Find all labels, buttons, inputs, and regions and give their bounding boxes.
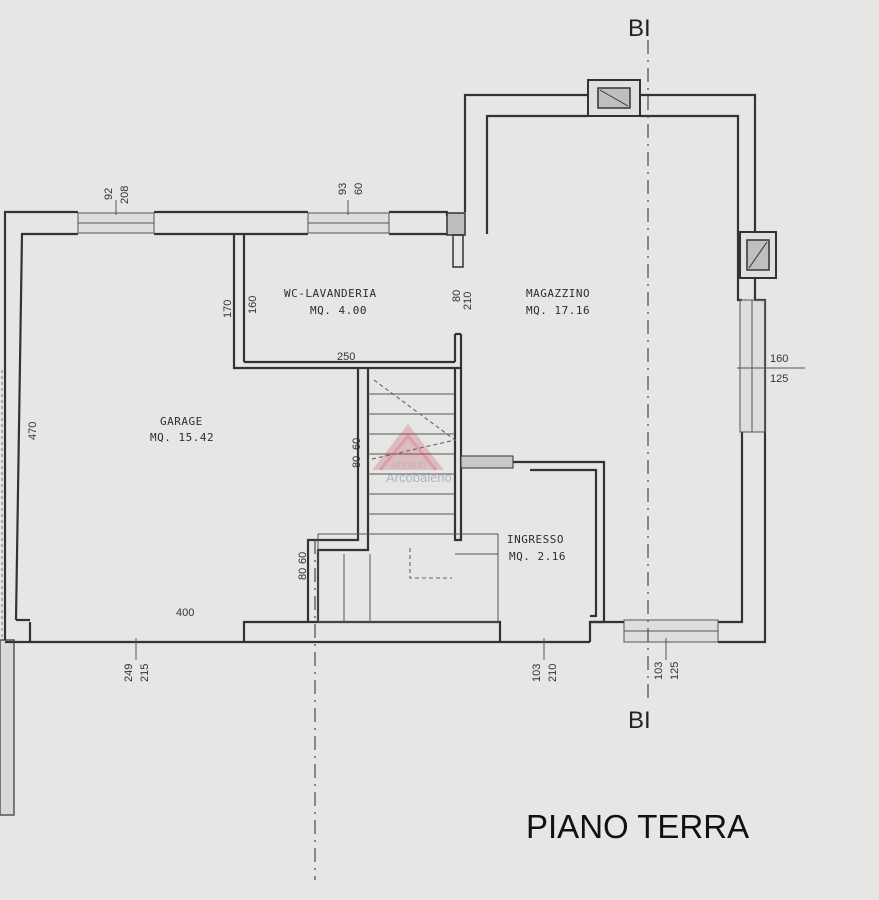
stair-door-width-dim: 80 — [351, 456, 363, 468]
ingresso-name: INGRESSO — [507, 533, 564, 546]
magazzino-area: MQ. 17.16 — [526, 304, 590, 317]
front-window-width-dim: 103 — [653, 662, 665, 680]
garage-area: MQ. 15.42 — [150, 431, 214, 444]
section-marker-top: BI — [628, 15, 651, 42]
wc-window-width-dim: 93 — [337, 183, 349, 195]
garage-depth-dim: 470 — [27, 422, 39, 440]
lower-door-width-dim: 80 — [297, 568, 309, 580]
garage-width-dim: 400 — [176, 607, 194, 619]
shafts — [446, 79, 777, 279]
section-marker-bottom: BI — [628, 707, 651, 734]
magazzino-name: MAGAZZINO — [526, 287, 590, 300]
left-exterior-strip — [0, 370, 15, 816]
entry-door-height-dim: 210 — [547, 664, 559, 682]
ingresso-area: MQ. 2.16 — [509, 550, 566, 563]
watermark-logo: Immob Arcobaleno — [372, 424, 452, 485]
interior-walls — [232, 234, 606, 624]
garage-door-width-dim: 249 — [123, 664, 135, 682]
windows — [77, 212, 766, 643]
wc-door-width-dim: 80 — [451, 290, 463, 302]
staircase — [317, 379, 499, 623]
wc-height-inner-dim: 160 — [247, 296, 259, 314]
floor-title: PIANO TERRA — [526, 808, 749, 845]
front-window-height-dim: 125 — [669, 662, 681, 680]
wc-name: WC-LAVANDERIA — [284, 287, 377, 300]
watermark-line-2: Arcobaleno — [386, 470, 452, 485]
garage-door-height-dim: 215 — [139, 664, 151, 682]
wc-height-outer-dim: 170 — [222, 300, 234, 318]
section-line — [314, 40, 649, 880]
dimension-ticks — [115, 200, 805, 660]
garage-name: GARAGE — [160, 415, 203, 428]
wc-window-height-dim: 60 — [353, 183, 365, 195]
garage-window-height-dim: 208 — [119, 186, 131, 204]
stair-door-height-dim: 60 — [351, 438, 363, 450]
wc-width-dim: 250 — [337, 351, 355, 363]
wc-area: MQ. 4.00 — [310, 304, 367, 317]
lower-door-height-dim: 60 — [297, 552, 309, 564]
watermark-line-1: Immob — [392, 459, 426, 471]
magazzino-window-width-dim: 160 — [770, 353, 788, 365]
garage-window-width-dim: 92 — [103, 188, 115, 200]
magazzino-window-height-dim: 125 — [770, 373, 788, 385]
wc-door-height-dim: 210 — [462, 292, 474, 310]
entry-door-width-dim: 103 — [531, 664, 543, 682]
